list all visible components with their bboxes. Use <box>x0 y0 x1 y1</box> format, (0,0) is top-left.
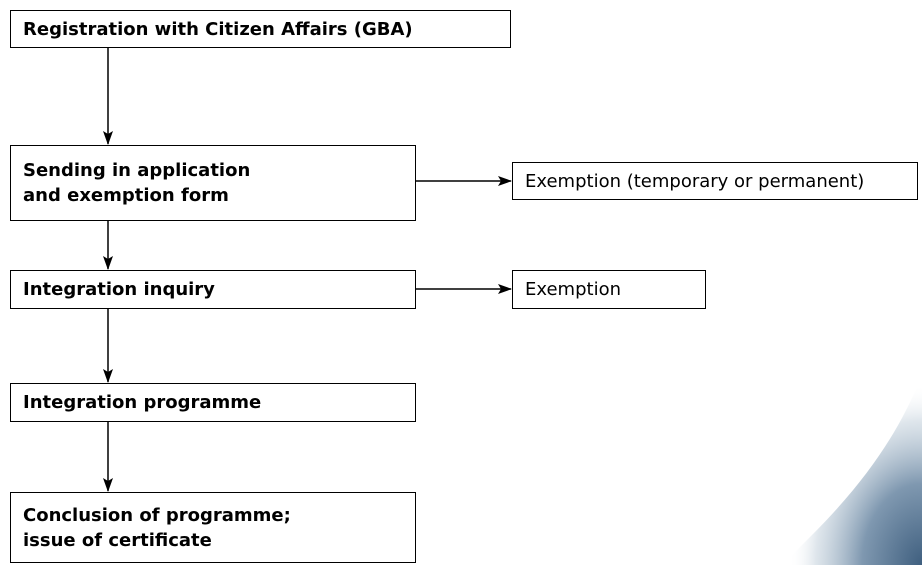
node-exemption-temp-label: Exemption (temporary or permanent) <box>525 170 865 192</box>
node-exemption-label: Exemption <box>525 279 621 300</box>
node-conclusion-label: Conclusion of programme; issue of certif… <box>23 504 291 551</box>
node-integration-programme: Integration programme <box>10 383 416 422</box>
node-integration-inquiry: Integration inquiry <box>10 270 416 309</box>
node-exemption: Exemption <box>512 270 706 309</box>
node-application-label: Sending in application and exemption for… <box>23 160 251 206</box>
node-programme-label: Integration programme <box>23 392 262 413</box>
water-background-decoration <box>782 375 922 565</box>
node-application: Sending in application and exemption for… <box>10 145 416 221</box>
node-registration: Registration with Citizen Affairs (GBA) <box>10 10 511 48</box>
node-conclusion: Conclusion of programme; issue of certif… <box>10 492 416 563</box>
node-registration-label: Registration with Citizen Affairs (GBA) <box>23 18 413 40</box>
node-inquiry-label: Integration inquiry <box>23 279 215 300</box>
node-exemption-temporary-or-permanent: Exemption (temporary or permanent) <box>512 162 918 200</box>
